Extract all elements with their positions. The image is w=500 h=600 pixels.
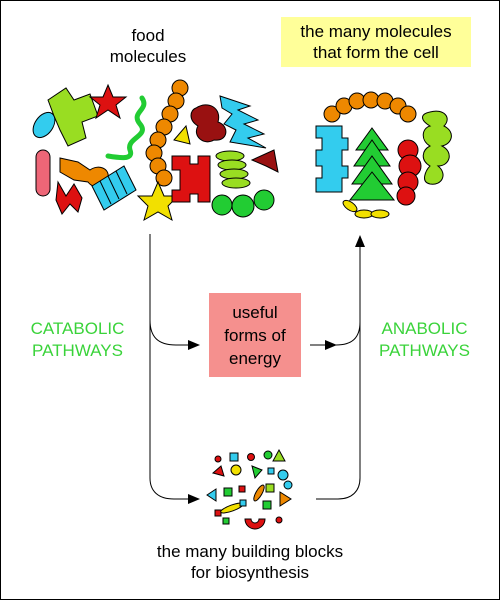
- anabolic-line-2: PATHWAYS: [379, 341, 470, 360]
- anabolic-pathways-label: ANABOLIC PATHWAYS: [362, 318, 487, 362]
- anabolic-arrow-from-energy: [310, 321, 361, 346]
- catabolic-line-2: PATHWAYS: [32, 341, 123, 360]
- cell-label-line-1: the many molecules: [300, 22, 452, 41]
- cell-molecules-cluster: [315, 91, 452, 219]
- cyan-tree-molecule: [219, 95, 267, 149]
- blocks-label-line-1: the many building blocks: [156, 542, 344, 561]
- red-tulip-molecule: [55, 180, 83, 215]
- catabolic-pathways-label: CATABOLIC PATHWAYS: [15, 318, 140, 362]
- energy-line-3: energy: [229, 349, 281, 368]
- cell-label-line-2: that form the cell: [313, 43, 439, 62]
- cell-molecules-label: the many molecules that form the cell: [281, 17, 471, 67]
- yellow-leaf-molecule: [342, 199, 390, 219]
- green-zigzag-molecule: [47, 87, 99, 147]
- orange-bead-chain-molecule: [145, 79, 189, 187]
- green-tree-molecule: [348, 127, 396, 201]
- food-label-line-1: food: [131, 26, 165, 45]
- building-blocks-label: the many building blocks for biosynthesi…: [110, 541, 390, 583]
- red-h-molecule: [171, 155, 211, 203]
- catabolic-arrow-to-building-blocks: [149, 320, 200, 504]
- building-blocks-cluster: [206, 448, 293, 530]
- maroon-arrowhead-molecule: [250, 149, 279, 173]
- cyan-column-molecule: [315, 125, 349, 193]
- catabolic-arrow-to-energy: [149, 234, 200, 350]
- red-star-molecule: [88, 83, 128, 120]
- anabolic-line-1: ANABOLIC: [381, 319, 468, 338]
- green-squiggle-molecule: [105, 95, 147, 161]
- energy-line-1: useful: [232, 303, 278, 322]
- green-circles-molecule: [211, 189, 275, 218]
- orange-bead-arc-molecule: [323, 91, 417, 123]
- catabolic-line-1: CATABOLIC: [30, 319, 125, 338]
- food-molecules-label: food molecules: [83, 25, 213, 67]
- lime-wavy-molecule: [422, 110, 452, 185]
- yellow-triangle-molecule: [173, 124, 191, 145]
- maroon-blob-molecule: [190, 104, 227, 143]
- cyan-ribbed-molecule: [91, 165, 137, 211]
- food-molecules-cluster: [32, 79, 279, 222]
- energy-line-2: forms of: [224, 326, 286, 345]
- energy-box: useful forms of energy: [209, 293, 301, 377]
- pathway-arrows: [149, 234, 365, 504]
- pink-bar-molecule: [35, 149, 51, 197]
- cyan-oval-molecule: [32, 111, 56, 139]
- blocks-label-line-2: for biosynthesis: [190, 563, 310, 582]
- green-coil-molecule: [215, 150, 251, 189]
- red-bead-column-molecule: [396, 139, 422, 206]
- food-label-line-2: molecules: [109, 47, 187, 66]
- anabolic-arrow-from-building-blocks: [316, 235, 365, 500]
